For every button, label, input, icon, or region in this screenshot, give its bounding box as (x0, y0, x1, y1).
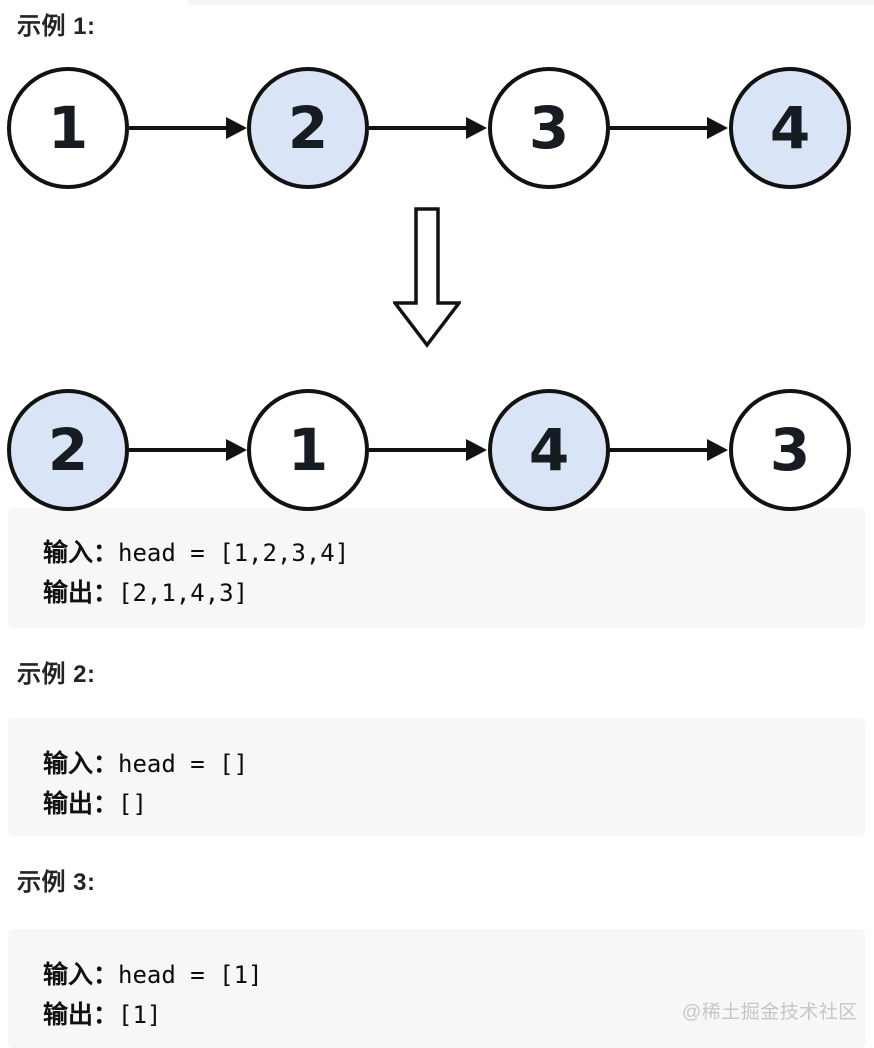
output-line: 输出：[] (43, 784, 865, 824)
input-line: 输入：head = [] (43, 744, 865, 784)
output-line: 输出：[2,1,4,3] (43, 573, 865, 613)
example-3-heading: 示例 3: (17, 869, 96, 896)
output-value: [] (118, 790, 147, 818)
node-value: 4 (528, 416, 570, 484)
arrow-right-icon (369, 117, 487, 139)
input-label: 输入： (43, 539, 119, 567)
input-line: 输入：head = [1,2,3,4] (43, 533, 865, 573)
list-node: 3 (729, 389, 851, 511)
list-node: 3 (488, 67, 610, 189)
list-node: 2 (7, 389, 129, 511)
transform-down-arrow-icon (391, 207, 463, 348)
output-label: 输出： (43, 579, 119, 607)
input-value: head = [1,2,3,4] (118, 539, 350, 567)
input-value: head = [] (118, 750, 249, 778)
output-label: 输出： (43, 1001, 119, 1029)
output-value: [2,1,4,3] (118, 579, 249, 607)
node-value: 1 (287, 416, 329, 484)
list-node: 4 (729, 67, 851, 189)
input-label: 输入： (43, 750, 119, 778)
output-value: [1] (118, 1001, 162, 1029)
watermark: @稀土掘金技术社区 (682, 1002, 858, 1023)
node-value: 2 (287, 94, 329, 162)
node-value: 2 (47, 416, 89, 484)
list-node: 2 (247, 67, 369, 189)
input-value: head = [1] (118, 961, 263, 989)
example-1-io-block: 输入：head = [1,2,3,4] 输出：[2,1,4,3] (8, 508, 865, 628)
example-2-io-block: 输入：head = [] 输出：[] (8, 718, 865, 836)
output-line: 输出：[1] (43, 995, 865, 1035)
input-line: 输入：head = [1] (43, 955, 865, 995)
arrow-right-icon (610, 117, 728, 139)
list-node: 1 (247, 389, 369, 511)
node-value: 3 (528, 94, 570, 162)
arrow-right-icon (129, 117, 247, 139)
list-node: 4 (488, 389, 610, 511)
list-node: 1 (7, 67, 129, 189)
example-2-heading: 示例 2: (17, 661, 96, 688)
output-label: 输出： (43, 790, 119, 818)
node-value: 1 (47, 94, 89, 162)
example-1-heading: 示例 1: (17, 13, 96, 40)
arrow-right-icon (369, 439, 487, 461)
top-edge-strip (188, 0, 874, 5)
node-value: 3 (769, 416, 811, 484)
arrow-right-icon (129, 439, 247, 461)
node-value: 4 (769, 94, 811, 162)
example-3-io-block: 输入：head = [1] 输出：[1] (8, 929, 865, 1048)
input-label: 输入： (43, 961, 119, 989)
arrow-right-icon (610, 439, 728, 461)
